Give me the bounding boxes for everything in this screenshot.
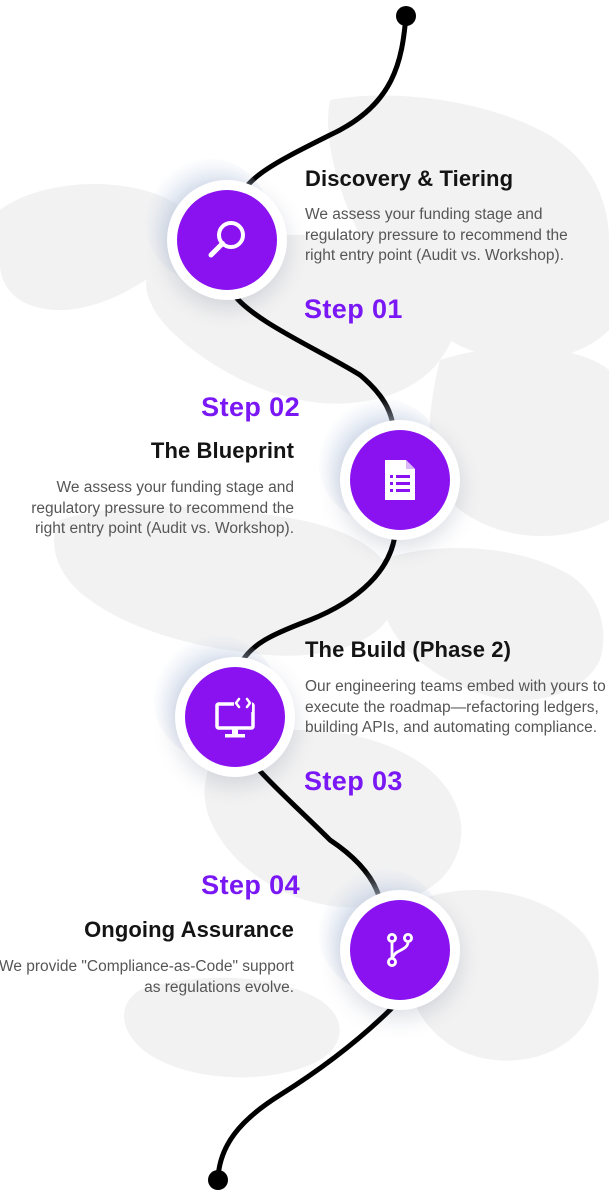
code-monitor-icon [215,697,255,738]
step-1-title: Discovery & Tiering [305,166,514,191]
step-4-label: Step 04 [201,870,300,900]
step-3-icon-node [153,635,295,777]
step-3-title: The Build (Phase 2) [305,637,512,662]
step-2-label: Step 02 [201,392,300,422]
step-4-icon-node [318,868,460,1010]
document-list-icon [385,460,415,500]
step-4-title: Ongoing Assurance [84,917,294,942]
magnifier-icon [208,221,245,258]
connector-path [215,13,409,1181]
step-1-description: We assess your funding stage and regulat… [305,206,568,265]
step-3-label: Step 03 [304,766,403,796]
step-2-icon-node [318,398,460,540]
step-1-icon-node [145,158,287,300]
git-branch-icon [386,933,413,967]
connector-start-dot [396,6,416,26]
step-2-title: The Blueprint [150,438,294,463]
step-2-description: We assess your funding stage and regulat… [31,479,294,538]
connector-end-dot [208,1170,228,1190]
step-3-description: Our engineering teams embed with yours t… [305,678,606,737]
step-4-description: We provide "Compliance-as-Code" support … [0,958,294,996]
step-1-label: Step 01 [304,294,403,324]
